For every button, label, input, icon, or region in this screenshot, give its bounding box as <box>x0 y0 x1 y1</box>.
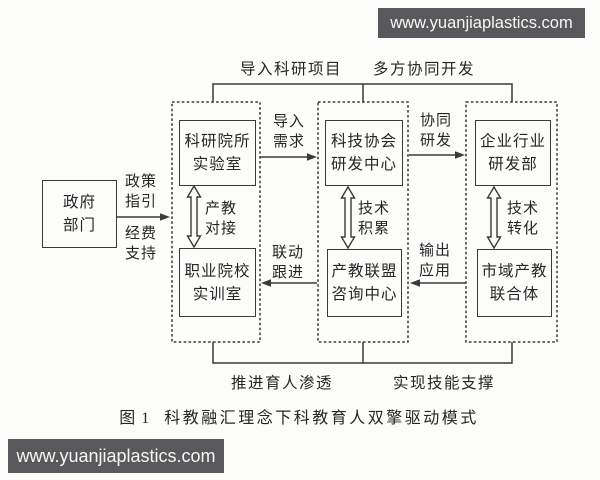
dashed-group-left <box>171 101 261 343</box>
edge-label-line: 研发 <box>419 133 453 149</box>
box-line: 企业行业 <box>479 133 546 150</box>
box-line: 研发部 <box>488 156 538 173</box>
figure-number: 图 1 <box>119 410 151 427</box>
edge-label-tech-accumulation: 技术 积累 <box>358 199 390 239</box>
edge-label-import-demand: 导入 需求 <box>273 112 305 152</box>
box-line: 实验室 <box>192 156 243 173</box>
edge-label-output-application: 输出 应用 <box>419 241 451 281</box>
edge-label-line: 产教 <box>204 201 238 217</box>
figure-title: 科教融汇理念下科教育人双擎驱动模式 <box>164 410 479 427</box>
edge-label-line: 积累 <box>357 221 391 237</box>
box-line: 职业院校 <box>184 262 251 280</box>
top-label-multiparty-codevelopment: 多方协同开发 <box>372 61 476 78</box>
edge-label-line: 联动 <box>271 245 305 261</box>
box-line: 部门 <box>62 217 96 234</box>
bottom-label-realize-skill-support: 实现技能支撑 <box>392 375 496 392</box>
watermark-url: www.yuanjiaplastics.com <box>16 445 216 466</box>
edge-label-line: 技术 <box>506 201 540 217</box>
edge-label-line: 政策 <box>124 174 158 190</box>
edge-label-line: 输出 <box>418 243 452 259</box>
arrowhead-linkage-followup <box>261 279 271 287</box>
watermark-bar-bottom: www.yuanjiaplastics.com <box>8 439 224 473</box>
box-line: 科技协会 <box>330 133 397 150</box>
arrowhead-collaborative-rd <box>455 151 465 159</box>
edge-label-industry-education-docking: 产教 对接 <box>205 199 237 239</box>
figure-caption: 图 1 科教融汇理念下科教育人双擎驱动模式 <box>119 404 479 428</box>
box-line: 科研院所 <box>184 133 251 150</box>
edge-label-line: 支持 <box>124 246 158 262</box>
edge-label-policy-guidance: 政策 指引 <box>125 172 157 212</box>
box-line: 市域产教 <box>481 263 548 280</box>
double-arrow-tech-accumulation <box>340 185 356 250</box>
edge-label-line: 跟进 <box>271 265 305 281</box>
box-line: 实训室 <box>192 285 243 303</box>
box-alliance-consulting-center: 产教联盟 咨询中心 <box>327 249 402 317</box>
box-line: 研发中心 <box>330 156 397 173</box>
arrowhead-gov <box>160 213 170 221</box>
edge-label-linkage-followup: 联动 跟进 <box>272 243 304 283</box>
box-enterprise-industry-rd-dept: 企业行业 研发部 <box>475 120 551 186</box>
bottom-bracket-line <box>212 342 513 364</box>
edge-label-funding-support: 经费 支持 <box>125 224 157 264</box>
edge-label-line: 协同 <box>419 113 453 129</box>
box-line: 政府 <box>62 194 96 211</box>
box-vocational-college-training-room: 职业院校 实训室 <box>179 248 256 317</box>
watermark-bar-top: www.yuanjiaplastics.com <box>378 8 585 38</box>
box-research-institute-lab: 科研院所 实验室 <box>179 120 256 186</box>
box-line: 产教联盟 <box>331 263 398 280</box>
box-line: 咨询中心 <box>331 286 398 303</box>
arrowhead-output-application <box>410 279 420 287</box>
edge-label-tech-transformation: 技术 转化 <box>507 199 539 239</box>
bottom-label-promote-education-penetration: 推进育人渗透 <box>230 375 334 392</box>
edge-label-line: 指引 <box>124 194 158 210</box>
double-arrow-tech-transformation <box>486 185 502 250</box>
top-label-import-research-projects: 导入科研项目 <box>239 61 343 78</box>
edge-label-line: 经费 <box>124 226 158 242</box>
edge-label-line: 技术 <box>357 201 391 217</box>
edge-label-line: 应用 <box>418 263 452 279</box>
edge-label-line: 需求 <box>272 134 306 150</box>
watermark-url: www.yuanjiaplastics.com <box>390 13 573 32</box>
edge-label-line: 导入 <box>272 114 306 130</box>
box-tech-association-rd-center: 科技协会 研发中心 <box>325 120 403 186</box>
edge-label-collaborative-rd: 协同 研发 <box>420 111 452 151</box>
top-bracket-line <box>212 83 513 102</box>
double-arrow-industry-education-docking <box>186 184 202 249</box>
box-government-department: 政府 部门 <box>42 180 117 248</box>
edge-label-line: 转化 <box>506 221 540 237</box>
box-city-industry-education-consortium: 市域产教 联合体 <box>477 249 552 317</box>
edge-label-line: 对接 <box>204 221 238 237</box>
box-line: 联合体 <box>489 286 540 303</box>
arrowhead-import-demand <box>307 153 317 161</box>
